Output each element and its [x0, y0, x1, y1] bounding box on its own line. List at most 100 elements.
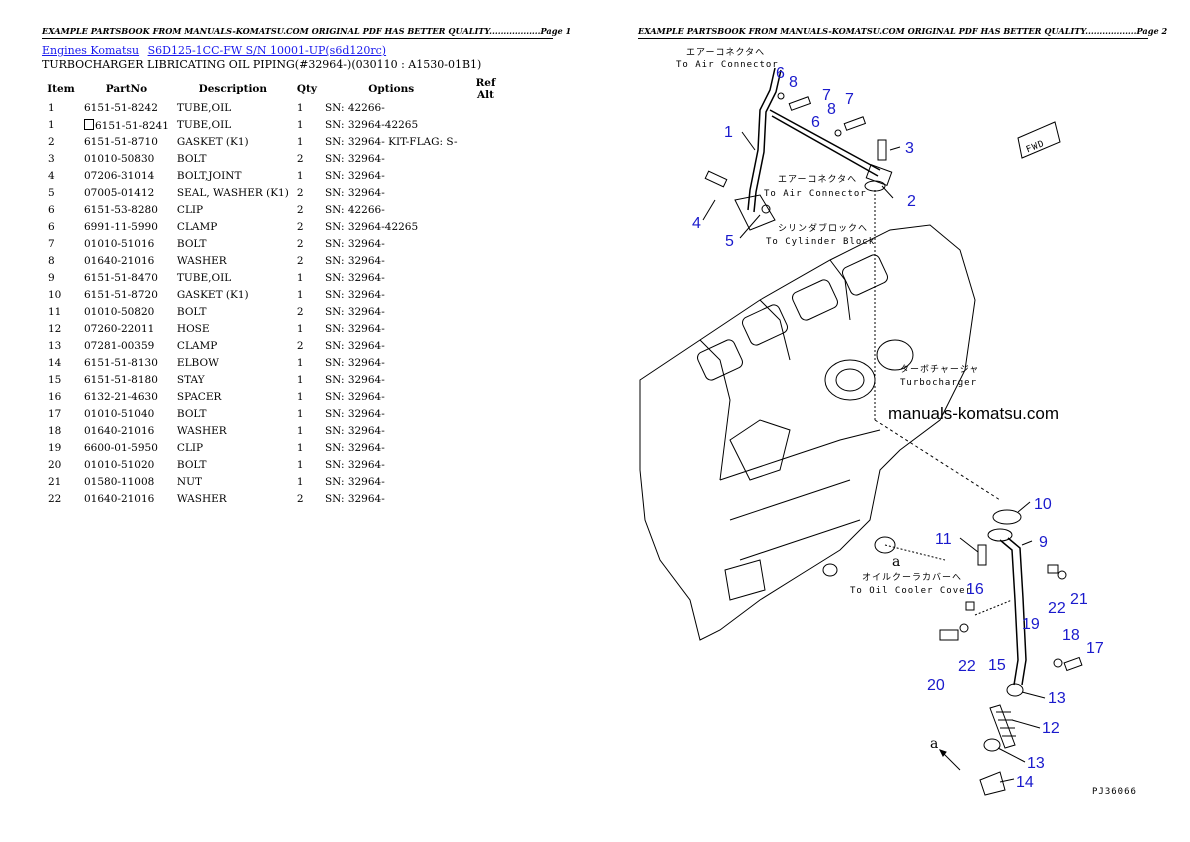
cell-item: 19 [48, 442, 62, 454]
cell-qty: 1 [296, 442, 304, 454]
cell-options: SN: 32964- [324, 374, 385, 386]
turbocharger-shape [824, 359, 876, 401]
callout-18: 18 [1062, 627, 1080, 644]
cell-item: 14 [48, 357, 62, 369]
page-header-right: EXAMPLE PARTSBOOK FROM MANUALS-KOMATSU.C… [638, 26, 1167, 39]
callout-12: 12 [1042, 720, 1060, 737]
cell-partno: 01640-21016 [84, 425, 155, 437]
cell-item: 6 [48, 221, 55, 233]
callout-7: 7 [845, 91, 854, 108]
label-en-oil: To Oil Cooler Cover [850, 586, 972, 596]
label-jp-oil: オイルクーラカバーへ [862, 572, 962, 583]
cell-description: WASHER [176, 425, 227, 437]
cell-item: 21 [48, 476, 62, 488]
callout-14: 14 [1016, 774, 1034, 791]
cell-partno: 6151-51-8242 [84, 102, 158, 114]
callout-19: 19 [1022, 616, 1040, 633]
cell-item: 1 [48, 102, 55, 114]
label-jp-cylinder: シリンダブロックへ [778, 222, 868, 234]
label-fwd: FWD [1025, 139, 1047, 155]
table-header-row: Item PartNo Description Qty Options Ref … [42, 76, 510, 102]
cell-qty: 1 [296, 102, 304, 114]
breadcrumb-link-engines[interactable]: Engines Komatsu [42, 44, 140, 57]
cell-options: SN: 32964- [324, 170, 385, 182]
cell-qty: 1 [296, 136, 304, 148]
callout-15: 15 [988, 657, 1006, 674]
watermark: manuals-komatsu.com [888, 404, 1059, 423]
cell-item: 20 [48, 459, 62, 471]
callout-16: 16 [966, 581, 984, 598]
cell-item: 4 [48, 170, 55, 182]
cell-partno: 6132-21-4630 [84, 391, 158, 403]
cell-partno: 01640-21016 [84, 255, 155, 267]
elbow-14 [979, 771, 1006, 796]
cell-qty: 2 [296, 493, 304, 505]
cell-partno: 6151-51-8710 [84, 136, 158, 148]
cell-item: 3 [48, 153, 55, 165]
cell-options: SN: 32964- [324, 425, 385, 437]
cell-qty: 1 [296, 459, 304, 471]
cell-options: SN: 32964- [324, 340, 385, 352]
cell-options: SN: 32964- [324, 357, 385, 369]
cell-qty: 1 [296, 408, 304, 420]
label-en-turbo: Turbocharger [900, 378, 977, 388]
cell-options: SN: 32964- [324, 459, 385, 471]
cell-qty: 1 [296, 170, 304, 182]
cell-qty: 2 [296, 238, 304, 250]
cell-options: SN: 32964-42265 [324, 221, 419, 233]
cell-description: BOLT,JOINT [176, 170, 242, 182]
cell-item: 8 [48, 255, 55, 267]
callout-6: 6 [811, 114, 820, 131]
label-en-air-mid: To Air Connector [764, 189, 867, 199]
cell-description: SPACER [176, 391, 222, 403]
cell-description: BOLT [176, 408, 207, 420]
cell-item: 2 [48, 136, 55, 148]
cell-description: BOLT [176, 238, 207, 250]
callout-5: 5 [725, 233, 734, 250]
callout-20: 20 [927, 677, 945, 694]
cell-partno: 6151-51-8470 [84, 272, 158, 284]
cell-options: SN: 32964- [324, 493, 385, 505]
cell-options: SN: 32964- [324, 255, 385, 267]
cell-qty: 2 [296, 204, 304, 216]
cell-item: 6 [48, 204, 55, 216]
ref-letter-a-2: a [930, 736, 938, 752]
cell-qty: 2 [296, 306, 304, 318]
callout-8: 8 [789, 74, 798, 91]
cell-description: STAY [176, 374, 205, 386]
page-header-left: EXAMPLE PARTSBOOK FROM MANUALS-KOMATSU.C… [42, 26, 571, 39]
label-jp-air-top: エアーコネクタへ [686, 47, 765, 58]
cell-partno: 07005-01412 [84, 187, 155, 199]
cell-item: 1 [48, 119, 55, 131]
col-item: Item [47, 83, 75, 95]
cell-qty: 2 [296, 187, 304, 199]
label-en-cylinder: To Cylinder Block [766, 237, 875, 247]
callout-11: 11 [935, 531, 952, 548]
cell-item: 22 [48, 493, 62, 505]
cell-description: WASHER [176, 255, 227, 267]
callout-8: 8 [827, 101, 836, 118]
breadcrumb-link-model[interactable]: S6D125-1CC-FW S/N 10001-UP(s6d120rc) [147, 44, 387, 57]
cell-partno: 6151-53-8280 [84, 204, 158, 216]
cell-partno: 01640-21016 [84, 493, 155, 505]
callout-6: 6 [776, 65, 785, 82]
callout-21: 21 [1070, 591, 1088, 608]
callout-3: 3 [905, 140, 914, 157]
